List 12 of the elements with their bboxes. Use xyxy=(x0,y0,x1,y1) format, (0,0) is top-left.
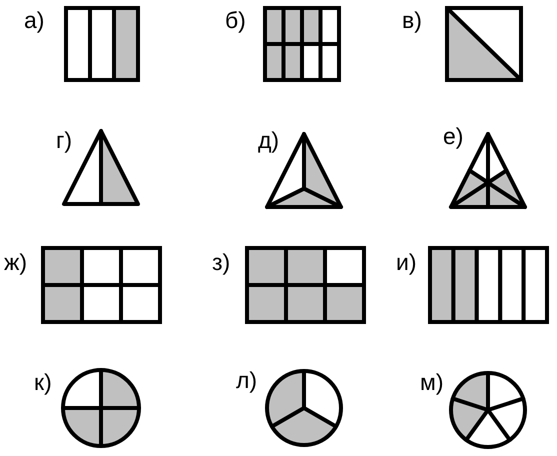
item-letter: г) xyxy=(56,128,72,152)
item-letter: д) xyxy=(258,128,280,152)
item-letter: и) xyxy=(396,250,417,274)
item-letter: б) xyxy=(225,8,246,32)
item-letter: в) xyxy=(402,8,422,32)
item-letter: а) xyxy=(24,8,44,32)
item-letter: е) xyxy=(443,124,464,148)
item-letter: л) xyxy=(236,368,258,392)
item-letter: з) xyxy=(212,250,230,274)
item-letter: к) xyxy=(34,370,52,394)
item-letter: ж) xyxy=(4,250,28,274)
item-letter: м) xyxy=(420,370,444,394)
